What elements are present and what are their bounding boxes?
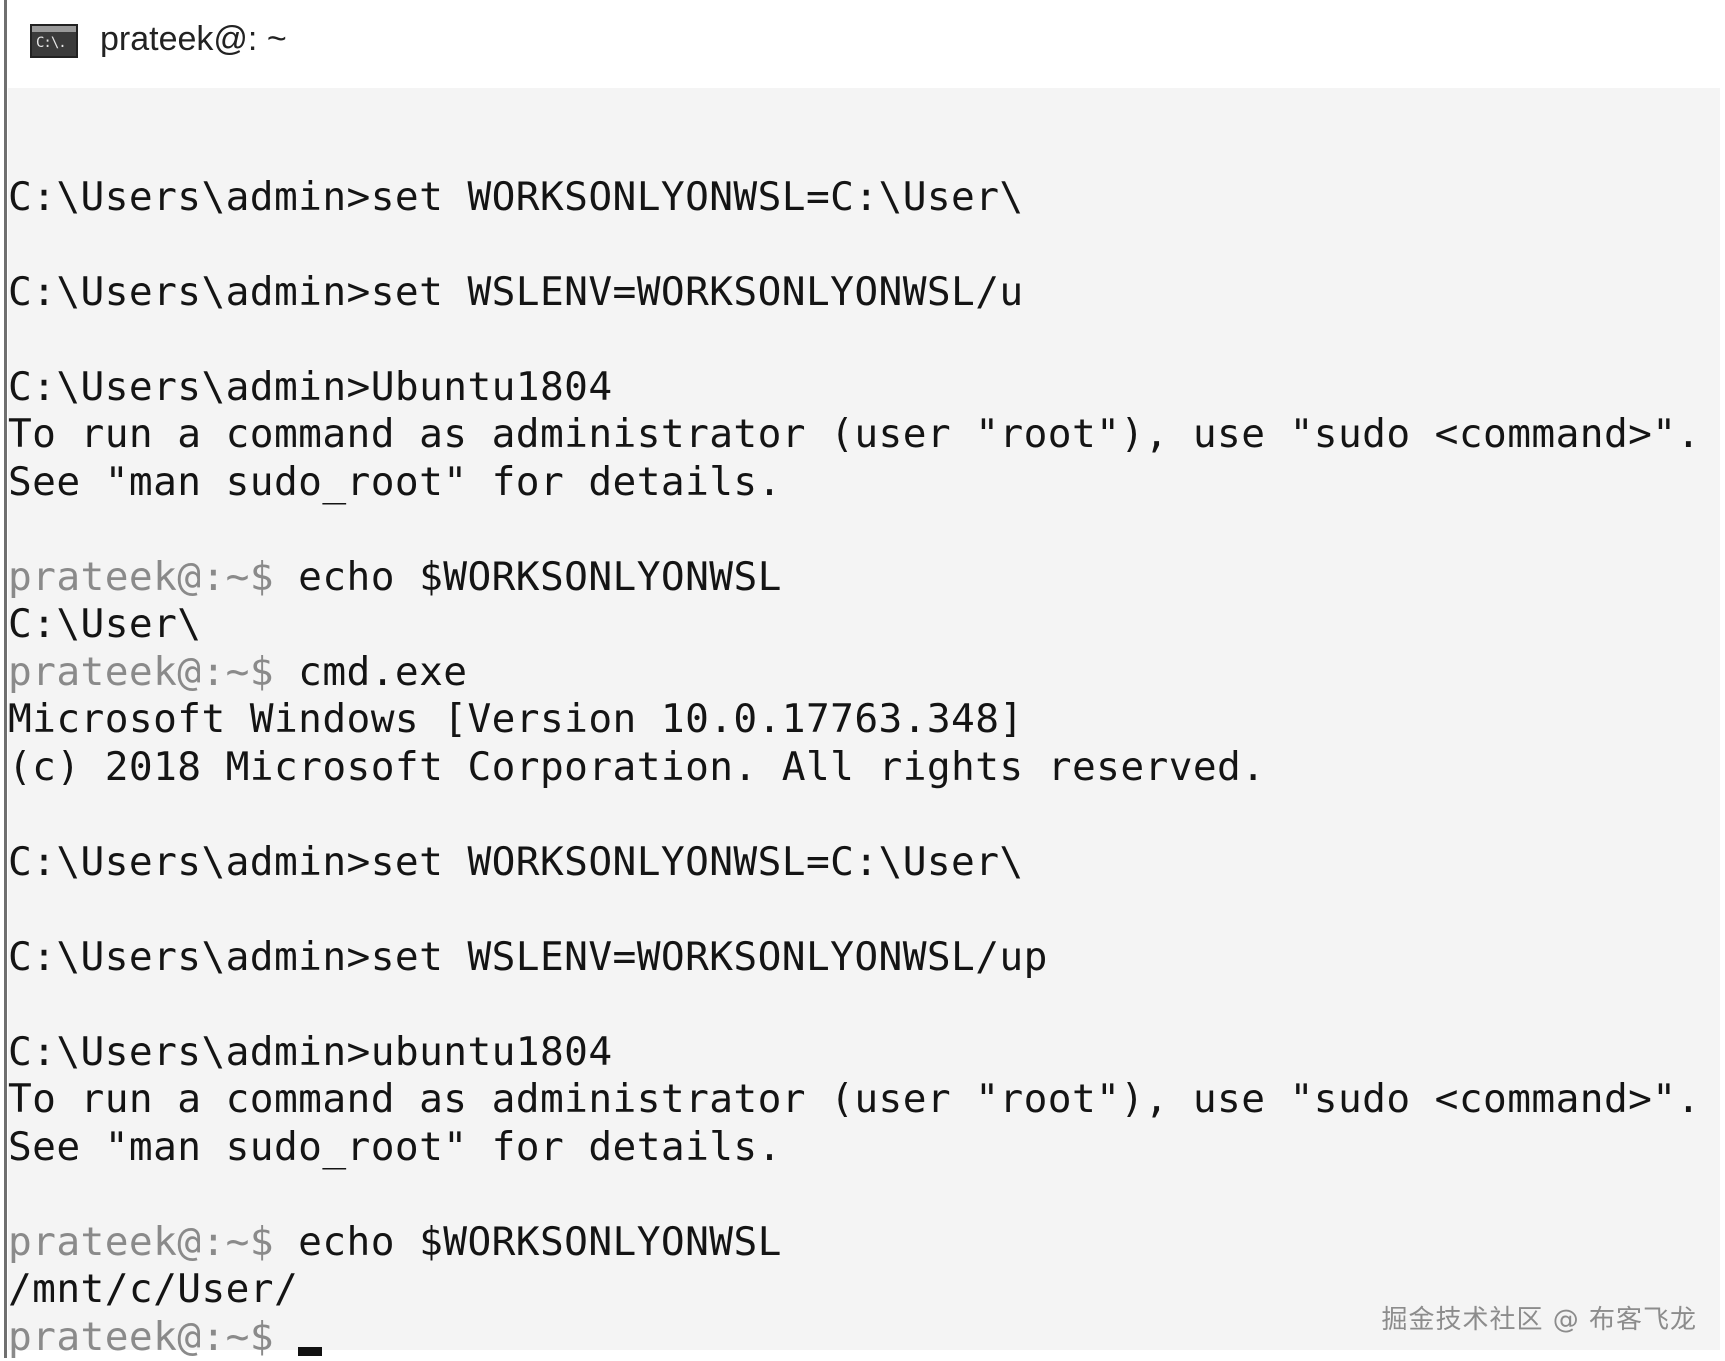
shell-prompt: prateek@:~$ — [8, 1219, 274, 1265]
terminal-output-line: C:\Users\admin>set WSLENV=WORKSONLYONWSL… — [8, 934, 1720, 982]
terminal-output-line: C:\Users\admin>set WORKSONLYONWSL=C:\Use… — [8, 839, 1720, 887]
watermark: 掘金技术社区 @ 布客飞龙 — [1381, 1299, 1697, 1336]
window-border — [4, 0, 7, 1358]
terminal-output[interactable]: C:\Users\admin>set WORKSONLYONWSL=C:\Use… — [8, 88, 1720, 1350]
terminal-blank-line — [8, 506, 1720, 554]
shell-prompt: prateek@:~$ — [8, 1314, 274, 1360]
window-title: prateek@: ~ — [100, 20, 287, 59]
terminal-output-line: C:\Users\admin>ubuntu1804 — [8, 1029, 1720, 1077]
terminal-prompt-line: prateek@:~$ echo $WORKSONLYONWSL — [8, 1219, 1720, 1267]
terminal-output-line: Microsoft Windows [Version 10.0.17763.34… — [8, 696, 1720, 744]
terminal-output-line: C:\Users\admin>set WSLENV=WORKSONLYONWSL… — [8, 269, 1720, 317]
terminal-blank-line — [8, 886, 1720, 934]
terminal-blank-line — [8, 791, 1720, 839]
terminal-prompt-line: prateek@:~$ echo $WORKSONLYONWSL — [8, 554, 1720, 602]
terminal-output-line: See "man sudo_root" for details. — [8, 1124, 1720, 1172]
text-cursor — [298, 1347, 322, 1356]
shell-command: echo $WORKSONLYONWSL — [274, 554, 782, 600]
terminal-output-line: To run a command as administrator (user … — [8, 411, 1720, 459]
shell-command: echo $WORKSONLYONWSL — [274, 1219, 782, 1265]
terminal-blank-line — [8, 126, 1720, 174]
terminal-prompt-line: prateek@:~$ cmd.exe — [8, 649, 1720, 697]
title-bar[interactable]: C:\. prateek@: ~ — [8, 0, 1725, 86]
console-icon-glyph: C:\. — [36, 34, 66, 52]
terminal-blank-line — [8, 316, 1720, 364]
terminal-output-line: (c) 2018 Microsoft Corporation. All righ… — [8, 744, 1720, 792]
shell-prompt: prateek@:~$ — [8, 554, 274, 600]
terminal-output-line: C:\Users\admin>Ubuntu1804 — [8, 364, 1720, 412]
console-icon: C:\. — [30, 24, 78, 58]
terminal-blank-line — [8, 1171, 1720, 1219]
shell-prompt: prateek@:~$ — [8, 649, 274, 695]
shell-command — [274, 1314, 298, 1360]
terminal-output-line: C:\Users\admin>set WORKSONLYONWSL=C:\Use… — [8, 174, 1720, 222]
terminal-output-line: See "man sudo_root" for details. — [8, 459, 1720, 507]
shell-command: cmd.exe — [274, 649, 467, 695]
terminal-output-line: C:\User\ — [8, 601, 1720, 649]
terminal-lines: C:\Users\admin>set WORKSONLYONWSL=C:\Use… — [8, 126, 1720, 1361]
terminal-blank-line — [8, 981, 1720, 1029]
terminal-output-line: To run a command as administrator (user … — [8, 1076, 1720, 1124]
terminal-blank-line — [8, 221, 1720, 269]
